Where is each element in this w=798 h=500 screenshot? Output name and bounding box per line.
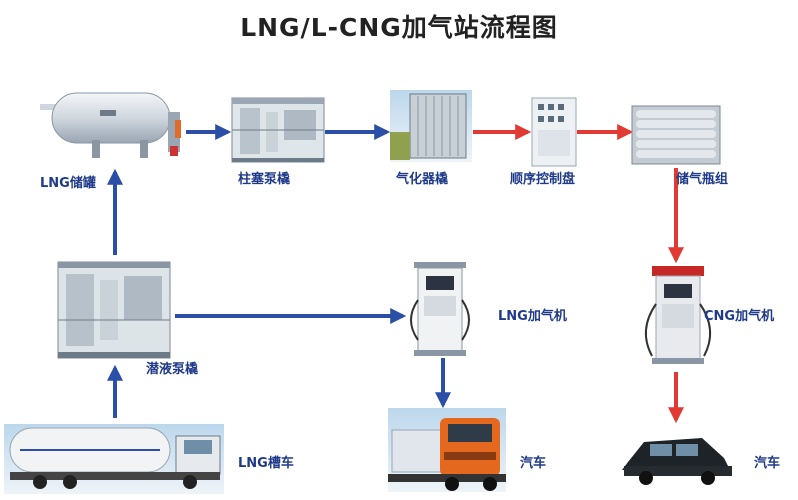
vaporizer-icon <box>390 90 472 162</box>
label-submerged-pump: 潜液泵橇 <box>146 362 199 377</box>
pump-skid-icon <box>57 261 171 359</box>
control-panel-icon <box>531 97 577 167</box>
cylinder-bank-icon <box>631 105 721 165</box>
label-lng-tank: LNG储罐 <box>40 176 96 191</box>
label-control-panel: 顺序控制盘 <box>510 172 576 187</box>
label-plunger-pump: 柱塞泵橇 <box>238 172 291 187</box>
label-cylinder-bank: 储气瓶组 <box>676 172 729 187</box>
pump-skid-icon <box>231 97 325 163</box>
truck-icon <box>388 408 506 492</box>
storage-tank-icon <box>40 92 181 158</box>
label-lng-dispenser: LNG加气机 <box>498 309 567 324</box>
label-lng-vehicle: 汽车 <box>520 456 547 471</box>
label-vaporizer: 气化器橇 <box>396 172 449 187</box>
dispenser-icon <box>645 266 711 364</box>
car-icon <box>622 438 732 485</box>
label-lng-tanker: LNG槽车 <box>238 456 294 471</box>
dispenser-icon <box>410 262 470 356</box>
label-cng-vehicle: 汽车 <box>754 456 781 471</box>
label-cng-dispenser: CNG加气机 <box>704 309 775 324</box>
page-title: LNG/L-CNG加气站流程图 <box>240 13 558 42</box>
tanker-truck-icon <box>4 424 224 494</box>
